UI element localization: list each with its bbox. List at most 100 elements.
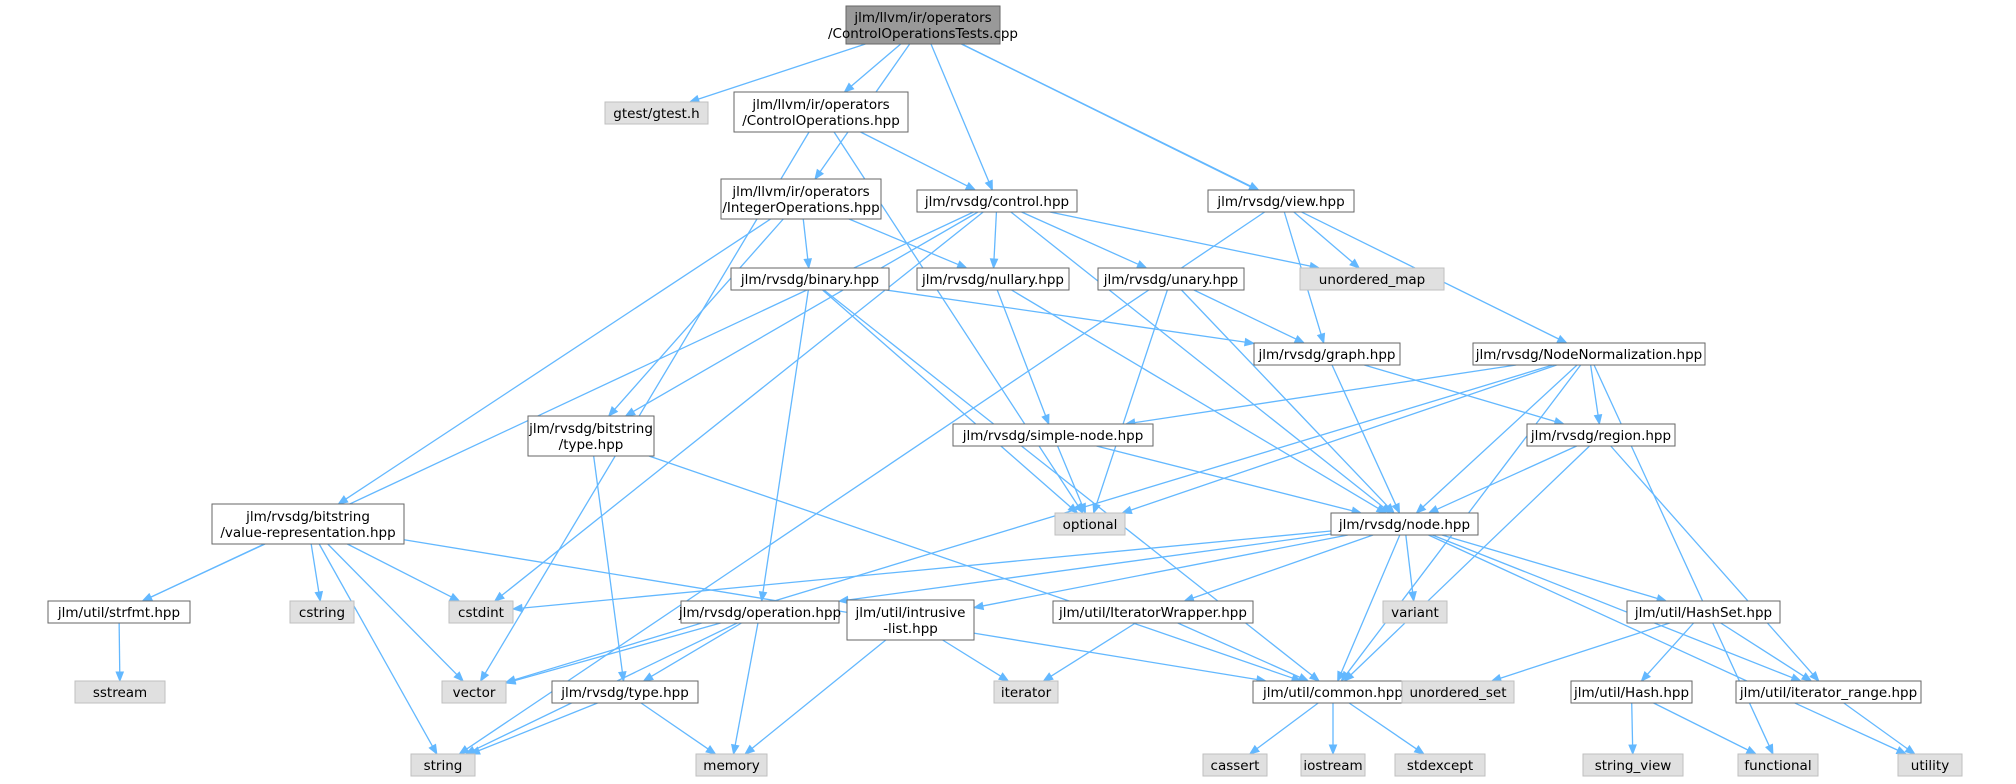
node-ctrlops[interactable]: jlm/llvm/ir/operators/ControlOperations.… <box>733 91 909 133</box>
edge-arrowhead <box>984 179 993 192</box>
node-nodenorm[interactable]: jlm/rvsdg/NodeNormalization.hpp <box>1472 342 1706 366</box>
edge-iterrange-to-utility <box>1843 702 1916 755</box>
edge-arrowhead <box>705 745 717 755</box>
node-box <box>720 178 882 220</box>
node-graph[interactable]: jlm/rvsdg/graph.hpp <box>1253 342 1401 366</box>
node-box <box>604 101 709 125</box>
node-rvtype[interactable]: jlm/rvsdg/type.hpp <box>551 680 699 704</box>
edge-nodenorm-to-region <box>1589 364 1603 426</box>
node-memory[interactable]: memory <box>695 753 768 777</box>
node-label: jlm/util/iterator_range.hpp <box>1739 685 1917 701</box>
node-root[interactable]: jlm/llvm/ir/operators/ControlOperationsT… <box>828 5 1018 45</box>
node-label: gtest/gtest.h <box>613 106 699 122</box>
node-common[interactable]: jlm/util/common.hpp <box>1252 680 1414 704</box>
node-control[interactable]: jlm/rvsdg/control.hpp <box>916 189 1078 213</box>
node-string[interactable]: string <box>410 753 476 777</box>
edge-line <box>614 218 784 410</box>
node-iterator[interactable]: iterator <box>993 680 1059 704</box>
edge-view-to-string <box>458 211 1266 755</box>
node-utility[interactable]: utility <box>1897 753 1963 777</box>
node-label: functional <box>1744 758 1811 774</box>
edge-unary-to-node <box>1181 289 1395 514</box>
node-iostream[interactable]: iostream <box>1300 753 1366 777</box>
node-region[interactable]: jlm/rvsdg/region.hpp <box>1526 423 1676 447</box>
node-label: unordered_set <box>1409 685 1506 701</box>
node-binary[interactable]: jlm/rvsdg/binary.hpp <box>730 267 890 291</box>
edge-arrowhead <box>1765 743 1774 756</box>
edge-operation-to-vector <box>504 622 721 685</box>
edge-bitstype-to-rvtype <box>593 455 627 683</box>
node-label: optional <box>1063 517 1118 533</box>
edge-arrowhead <box>115 671 125 683</box>
node-box <box>1330 512 1479 536</box>
edge-line <box>1646 622 1695 675</box>
node-cstdint[interactable]: cstdint <box>448 600 514 624</box>
node-hashset[interactable]: jlm/util/HashSet.hpp <box>1626 600 1781 624</box>
node-box <box>993 680 1059 704</box>
node-label: jlm/rvsdg/node.hpp <box>1338 517 1470 533</box>
node-box <box>730 267 890 291</box>
node-intops[interactable]: jlm/llvm/ir/operators/IntegerOperations.… <box>720 178 882 220</box>
edge-line <box>1177 622 1301 678</box>
node-box <box>1253 342 1401 366</box>
node-sstream[interactable]: sstream <box>74 680 166 704</box>
node-valrep[interactable]: jlm/rvsdg/bitstring/value-representation… <box>211 503 405 545</box>
edge-arrowhead <box>1248 744 1260 755</box>
node-operation[interactable]: jlm/rvsdg/operation.hpp <box>678 600 841 624</box>
node-nullary[interactable]: jlm/rvsdg/nullary.hpp <box>916 267 1070 291</box>
edge-simplenode-to-optional <box>1056 445 1086 515</box>
node-intrusive[interactable]: jlm/util/intrusive-list.hpp <box>846 599 975 641</box>
edge-arrowhead <box>453 671 465 682</box>
node-optional[interactable]: optional <box>1054 512 1126 536</box>
node-strfmt[interactable]: jlm/util/strfmt.hpp <box>47 600 191 624</box>
edge-node-to-common <box>1337 534 1401 683</box>
edge-line <box>860 131 968 187</box>
node-box <box>1382 600 1448 624</box>
edge-line <box>1436 445 1577 510</box>
node-box <box>74 680 166 704</box>
edge-line <box>1331 364 1397 506</box>
node-iterwrap[interactable]: jlm/util/IteratorWrapper.hpp <box>1052 600 1254 624</box>
edge-control-to-cstdint <box>493 211 984 602</box>
edge-arrowhead <box>997 672 1010 682</box>
node-box <box>1472 342 1706 366</box>
node-label: memory <box>703 758 759 774</box>
node-node[interactable]: jlm/rvsdg/node.hpp <box>1330 512 1479 536</box>
edge-arrowhead <box>624 407 636 417</box>
node-vector[interactable]: vector <box>441 680 507 704</box>
edge-binary-to-operation <box>758 289 809 603</box>
edge-line <box>1405 534 1414 593</box>
node-gtest[interactable]: gtest/gtest.h <box>604 101 709 125</box>
node-box <box>211 503 405 545</box>
edge-line <box>514 622 721 682</box>
node-label: jlm/rvsdg/control.hpp <box>924 194 1069 210</box>
node-unordmap[interactable]: unordered_map <box>1299 267 1445 291</box>
node-box <box>1582 753 1684 777</box>
edge-unary-to-graph <box>1193 289 1306 344</box>
edge-region-to-common <box>1343 445 1590 682</box>
node-stdexcept[interactable]: stdexcept <box>1394 753 1486 777</box>
node-cstring[interactable]: cstring <box>289 600 355 624</box>
node-view[interactable]: jlm/rvsdg/view.hpp <box>1207 189 1355 213</box>
node-simplenode[interactable]: jlm/rvsdg/simple-node.hpp <box>952 423 1154 447</box>
node-label: stdexcept <box>1407 758 1473 774</box>
node-cassert[interactable]: cassert <box>1202 753 1268 777</box>
node-label: /ControlOperations.hpp <box>742 113 900 129</box>
node-bitstype[interactable]: jlm/rvsdg/bitstring/type.hpp <box>527 415 655 457</box>
node-variant[interactable]: variant <box>1382 600 1448 624</box>
node-functional[interactable]: functional <box>1737 753 1819 777</box>
edge-line <box>942 639 1002 677</box>
node-hash[interactable]: jlm/util/Hash.hpp <box>1570 680 1693 704</box>
node-label: jlm/util/strfmt.hpp <box>57 605 180 621</box>
node-label: jlm/util/Hash.hpp <box>1573 685 1689 701</box>
edge-arrowhead <box>1092 502 1101 515</box>
edge-line <box>1428 534 1899 751</box>
node-label: iostream <box>1303 758 1362 774</box>
node-iterrange[interactable]: jlm/util/iterator_range.hpp <box>1735 680 1922 704</box>
edge-root-to-control <box>930 43 993 192</box>
node-unordset[interactable]: unordered_set <box>1401 680 1515 704</box>
node-box <box>289 600 355 624</box>
node-string_view[interactable]: string_view <box>1582 753 1684 777</box>
edge-line <box>501 211 984 596</box>
node-unary[interactable]: jlm/rvsdg/unary.hpp <box>1097 267 1245 291</box>
